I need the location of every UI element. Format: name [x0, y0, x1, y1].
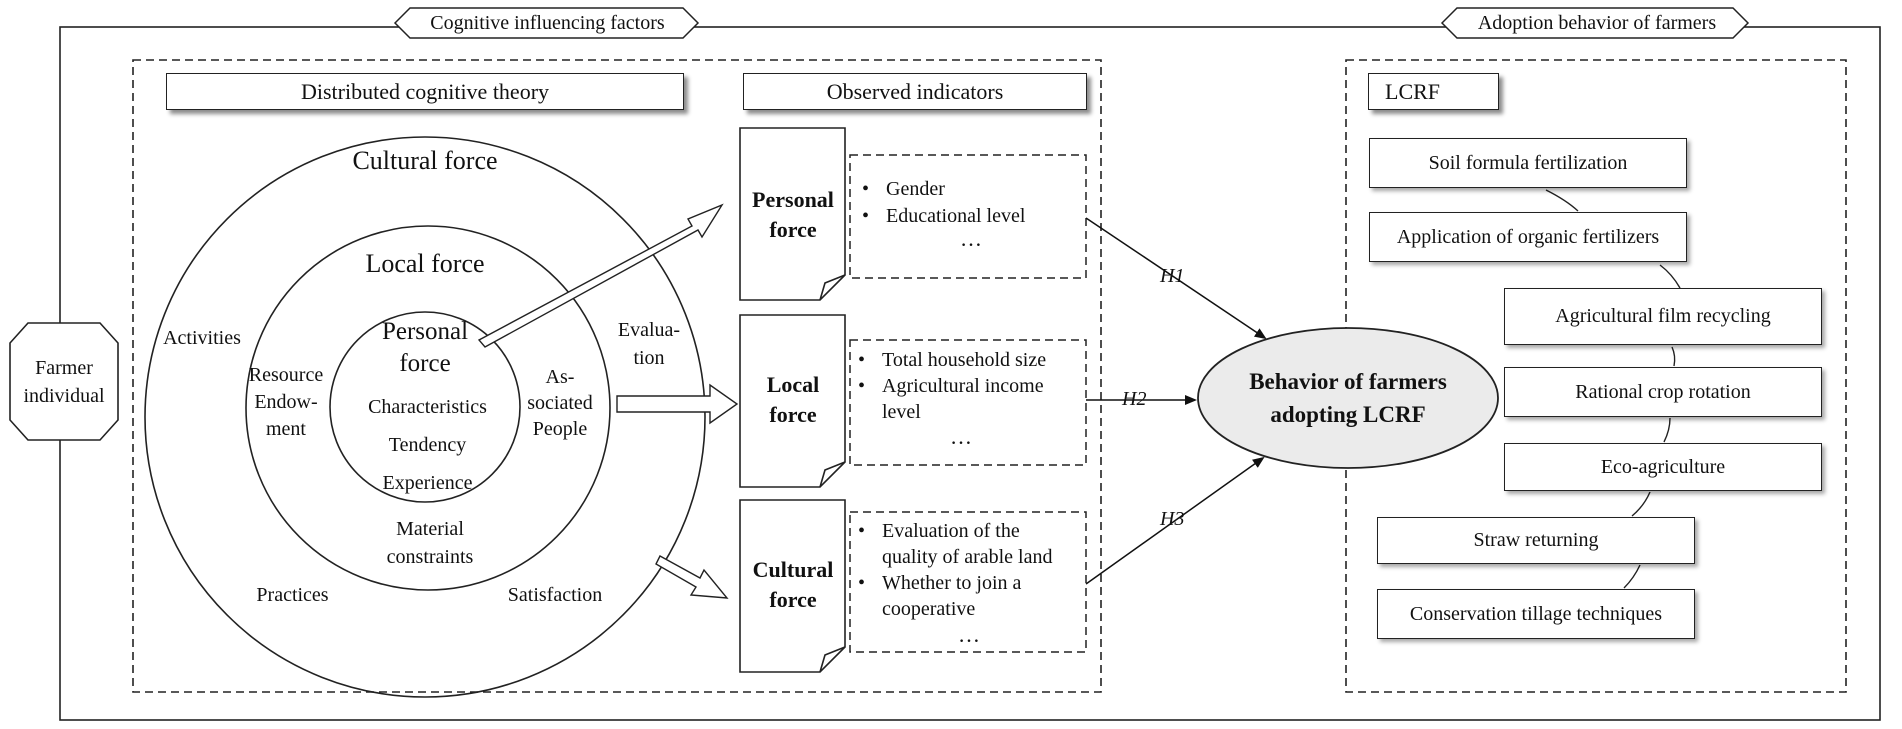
cognitive-tag-label: Cognitive influencing factors — [430, 12, 665, 34]
theory-header: Distributed cognitive theory — [166, 73, 684, 110]
indicator-item: Total household size — [856, 347, 1084, 373]
local-force-circle — [245, 225, 611, 591]
adoption-dashed-frame — [1345, 59, 1847, 693]
material-line1: Material — [396, 518, 464, 540]
local-ellipsis: … — [950, 424, 972, 449]
lcrf-item-straw-returning: Straw returning — [1377, 517, 1695, 564]
behavior-ellipse — [1197, 327, 1499, 469]
cultural-block-arrow — [655, 555, 729, 599]
h3-label: H3 — [1160, 508, 1185, 530]
behavior-label: Behavior of farmers adopting LCRF — [1205, 365, 1491, 431]
h2-label: H2 — [1122, 388, 1147, 410]
personal-doc-label: Personal force — [742, 185, 844, 245]
lcrf-item-crop-rotation: Rational crop rotation — [1504, 367, 1822, 417]
local-block-arrow — [616, 383, 739, 425]
farmer-label-line1: Farmer — [35, 357, 93, 379]
lcrf-item-eco-agriculture: Eco-agriculture — [1504, 443, 1822, 491]
h3-arrow — [1085, 456, 1265, 585]
material-line2: constraints — [386, 546, 474, 568]
satisfaction-label: Satisfaction — [507, 584, 603, 606]
personal-indicator-list: Gender Educational level — [860, 176, 1080, 230]
indicator-item: Gender — [860, 176, 1080, 203]
indicator-item: Evaluation of the — [856, 518, 1084, 544]
lcrf-item-film-recycling: Agricultural film recycling — [1504, 288, 1822, 345]
lcrf-connector — [1631, 491, 1651, 517]
cultural-doc-line1: Cultural — [752, 557, 834, 582]
evaluation-line1: Evalua- — [617, 319, 681, 341]
lcrf-connector — [1671, 346, 1676, 367]
personal-doc-line2: force — [769, 217, 817, 242]
lcrf-item-organic-fertilizers: Application of organic fertilizers — [1369, 212, 1687, 262]
practices-label: Practices — [256, 584, 329, 606]
resource-line3: ment — [266, 418, 306, 440]
adoption-tag-label: Adoption behavior of farmers — [1477, 12, 1717, 34]
associated-line3: People — [532, 418, 588, 440]
farmer-label: Farmer individual — [12, 354, 116, 410]
local-doc-line1: Local — [766, 372, 820, 397]
local-indicator-list: Total household size Agricultural income… — [856, 347, 1084, 425]
cultural-force-label: Cultural force — [352, 146, 498, 175]
indicator-item: Educational level — [860, 203, 1080, 230]
lcrf-connector — [1659, 264, 1681, 289]
personal-ellipsis: … — [960, 226, 982, 251]
local-indicator-box — [849, 339, 1087, 466]
evaluation-line2: tion — [633, 347, 665, 369]
personal-doc-shape — [739, 127, 846, 301]
lcrf-header: LCRF — [1368, 73, 1499, 110]
adoption-tag-shape — [1440, 7, 1750, 39]
personal-indicator-box — [849, 154, 1087, 279]
characteristics-label: Characteristics — [368, 396, 487, 418]
activities-label: Activities — [163, 327, 241, 349]
cultural-force-circle — [144, 136, 706, 698]
indicator-continuation: cooperative — [882, 598, 976, 620]
resource-line1: Resource — [248, 364, 324, 386]
local-doc-line2: force — [769, 402, 817, 427]
personal-force-line2: force — [399, 350, 451, 377]
h1-label: H1 — [1160, 265, 1185, 287]
evaluation-label: Evalua- tion — [604, 316, 694, 372]
lcrf-item-conservation-tillage: Conservation tillage techniques — [1377, 589, 1695, 639]
resource-line2: Endow- — [254, 391, 318, 413]
material-constraints-label: Material constraints — [355, 515, 505, 571]
tendency-label: Tendency — [388, 434, 467, 456]
associated-line2: sociated — [527, 392, 593, 414]
lcrf-item-soil-formula: Soil formula fertilization — [1369, 138, 1687, 188]
cultural-ellipsis: … — [958, 622, 980, 647]
indicator-item: Whether to join a — [856, 570, 1084, 596]
personal-force-line1: Personal — [381, 318, 469, 345]
behavior-line1: Behavior of farmers — [1249, 369, 1447, 394]
h1-arrow — [1085, 217, 1267, 340]
indicator-continuation: quality of arable land — [882, 546, 1053, 568]
personal-doc-line1: Personal — [752, 187, 834, 212]
local-doc-label: Local force — [742, 370, 844, 430]
cultural-doc-shape — [739, 499, 846, 673]
local-doc-shape — [739, 314, 846, 488]
behavior-line2: adopting LCRF — [1270, 402, 1426, 427]
cognitive-dashed-frame — [132, 59, 1102, 693]
lcrf-connector — [1545, 189, 1579, 212]
indicator-continuation: level — [882, 401, 921, 423]
associated-line1: As- — [545, 366, 575, 388]
lcrf-connector — [1663, 417, 1671, 443]
personal-force-label: Personal force — [360, 316, 490, 380]
lcrf-connector — [1623, 564, 1641, 589]
cultural-doc-line2: force — [769, 587, 817, 612]
local-force-label: Local force — [365, 249, 485, 278]
cultural-indicator-box — [849, 511, 1087, 653]
cultural-indicator-list: Evaluation of the quality of arable land… — [856, 518, 1084, 622]
personal-force-circle — [329, 311, 521, 503]
cognitive-tag-shape — [393, 7, 700, 39]
indicator-item: Agricultural income — [856, 373, 1084, 399]
personal-block-arrow — [477, 203, 724, 348]
farmer-label-line2: individual — [23, 385, 105, 407]
experience-label: Experience — [382, 472, 473, 494]
cultural-doc-label: Cultural force — [742, 555, 844, 615]
resource-endowment-label: Resource Endow- ment — [238, 362, 334, 443]
indicators-header: Observed indicators — [743, 73, 1087, 110]
farmer-octagon — [9, 322, 119, 441]
associated-people-label: As- sociated People — [518, 364, 602, 442]
